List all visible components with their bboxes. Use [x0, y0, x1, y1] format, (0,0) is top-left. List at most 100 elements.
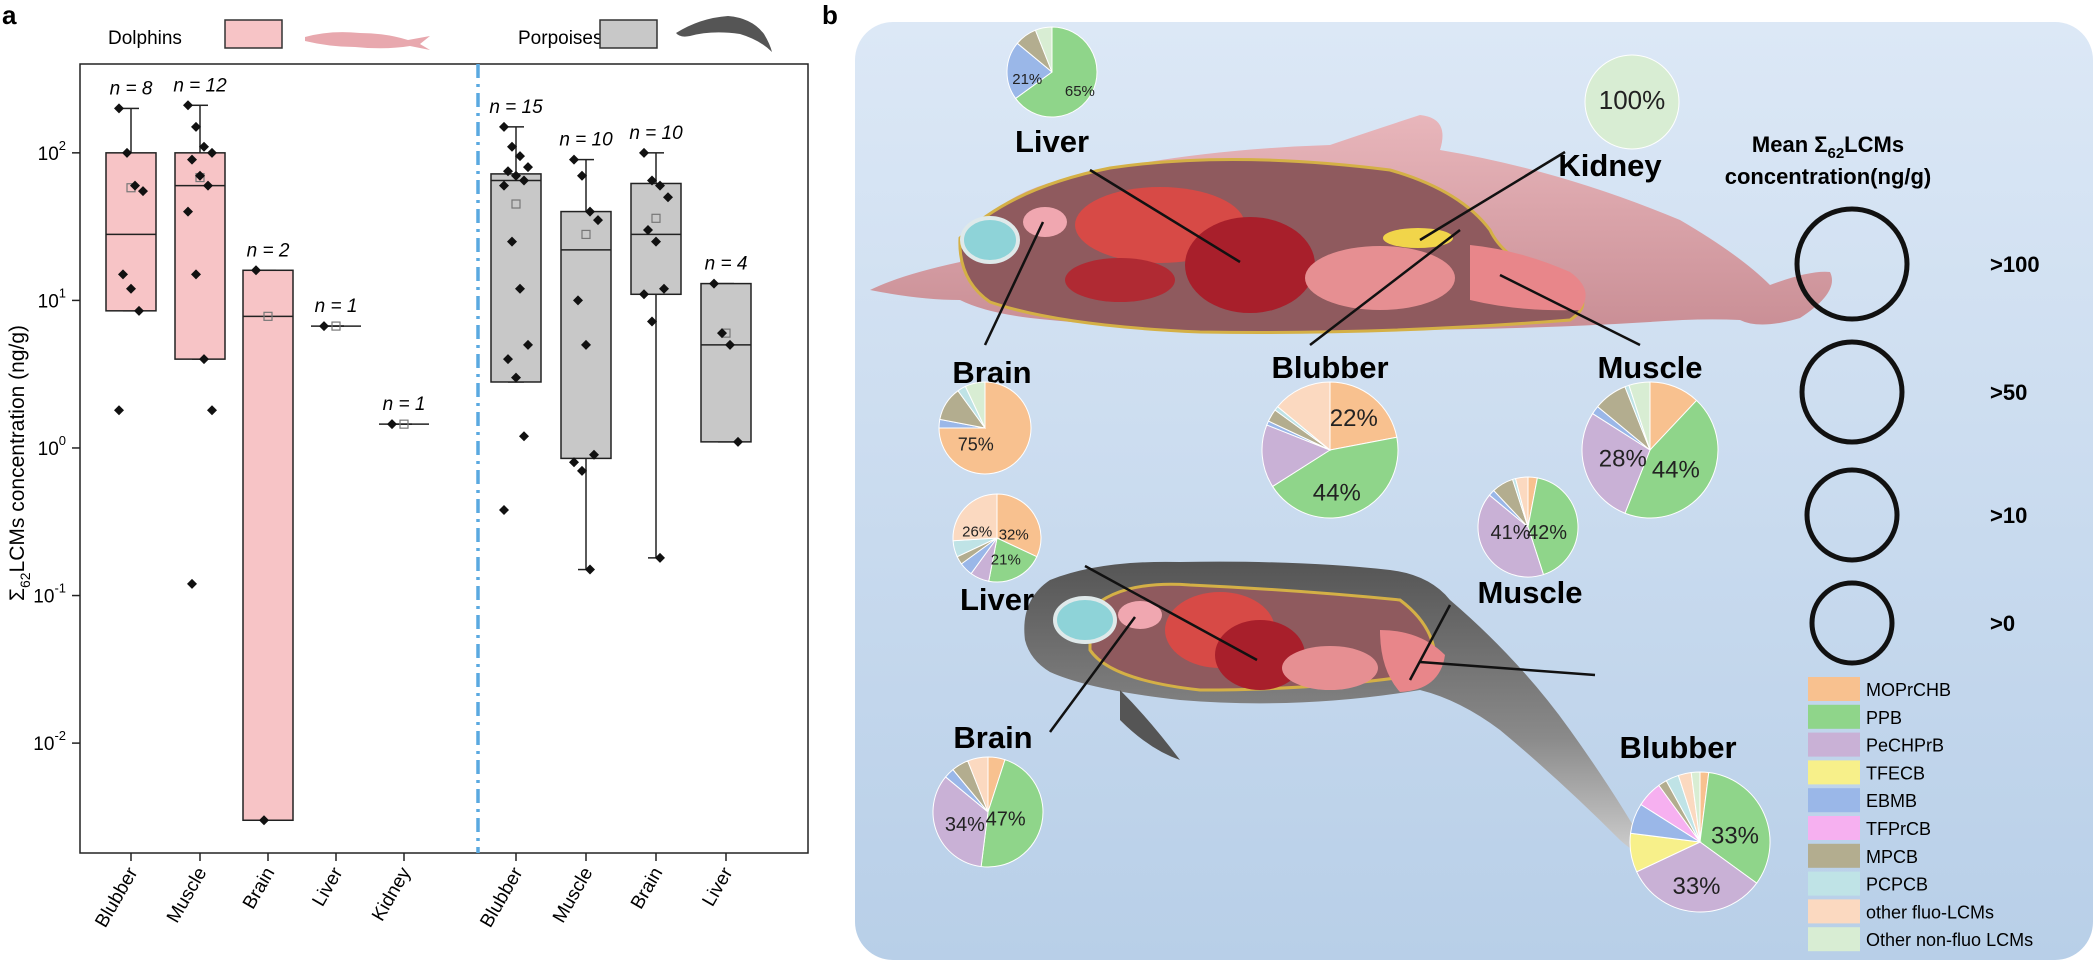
data-point — [207, 405, 217, 416]
data-point — [515, 151, 525, 162]
box-iqr — [700, 282, 752, 443]
box-liver-porpoises: n = 4 — [700, 254, 752, 447]
data-point — [507, 141, 517, 152]
size-legend-circle — [1799, 339, 1905, 445]
y-tick-label: 102 — [38, 138, 66, 165]
dolphin-icon — [305, 32, 430, 50]
x-tick-label: Blubber — [476, 863, 527, 931]
pie-porpoises-muscle: 42%41% — [1477, 476, 1579, 578]
pie-dolphins-brain: 75% — [938, 381, 1032, 475]
pie-percent-label: 21% — [991, 551, 1021, 568]
color-legend-swatch — [1808, 677, 1860, 701]
pie-percent-label: 41% — [1490, 522, 1530, 544]
data-point — [207, 147, 217, 158]
data-point — [569, 457, 579, 468]
data-point — [655, 552, 665, 563]
data-point — [577, 465, 587, 476]
panel-a: a Dolphins Porpoises Σ62LCMs concentrati… — [2, 0, 809, 931]
data-point — [507, 236, 517, 247]
pie-slice-other-non-fluo-lcms — [1584, 54, 1680, 150]
data-point — [593, 215, 603, 226]
size-legend-circle — [1804, 467, 1900, 563]
size-legend-title-line1: Mean Σ62LCMs — [1752, 132, 1904, 162]
panel-a-label: a — [2, 0, 17, 30]
data-point — [503, 354, 513, 365]
data-point — [118, 269, 128, 280]
data-point — [725, 339, 735, 350]
color-legend-swatch — [1808, 843, 1860, 868]
dolphin-muscle-organ — [1470, 245, 1586, 311]
dolphin-heart-organ — [1065, 258, 1175, 302]
data-point — [251, 265, 261, 276]
data-point — [191, 269, 201, 280]
pie-percent-label: 44% — [1313, 480, 1361, 507]
data-point — [639, 147, 649, 158]
color-legend-label: PeCHPrB — [1866, 736, 1944, 756]
pie-slice-other-fluo-lcms — [952, 493, 998, 542]
box-blubber-porpoises: n = 15 — [489, 97, 543, 515]
pie-slice-ppb — [1271, 436, 1399, 519]
porpoise-intestine-organ — [1282, 646, 1378, 690]
data-point — [569, 154, 579, 165]
data-point — [577, 170, 587, 181]
box-muscle-dolphins: n = 12 — [173, 75, 227, 589]
mean-marker — [581, 229, 591, 240]
data-point — [651, 236, 661, 247]
pies: 65%21%100%75%22%44%44%28%32%21%26%42%41%… — [932, 26, 1771, 913]
mean-marker — [651, 213, 661, 223]
color-legend-label: other fluo-LCMs — [1866, 902, 1994, 922]
dolphin-blubber-label: Blubber — [1271, 350, 1388, 385]
pie-slice-ppb — [1624, 399, 1719, 519]
color-legend-label: Other non-fluo LCMs — [1866, 930, 2033, 950]
box-brain-porpoises: n = 10 — [629, 123, 683, 563]
data-point — [573, 295, 583, 306]
pie-slice-other-fluo-lcms — [1514, 476, 1529, 528]
color-legend-label: PPB — [1866, 708, 1902, 728]
box-iqr — [490, 173, 542, 383]
data-point — [589, 449, 599, 460]
pie-slice-ppb — [1699, 771, 1771, 884]
pie-percent-label: 28% — [1599, 446, 1647, 473]
data-point — [663, 192, 673, 203]
box-brain-dolphins: n = 2 — [242, 240, 294, 826]
size-legend-circle — [1794, 206, 1910, 322]
color-legend-swatch — [1808, 704, 1860, 729]
box-liver-dolphins: n = 1 — [311, 296, 361, 332]
color-legend-swatch — [1808, 927, 1860, 952]
porpoise-liver-label: Liver — [960, 582, 1034, 617]
data-point — [126, 283, 136, 294]
dolphin-brain-organ — [1023, 207, 1067, 237]
data-point — [114, 103, 124, 114]
pie-slice-ppb — [988, 537, 1038, 583]
pie-percent-label: 33% — [1672, 873, 1720, 900]
data-point — [187, 154, 197, 165]
data-point — [733, 436, 743, 447]
x-tick-label: Liver — [699, 863, 738, 910]
plot-frame — [79, 63, 809, 854]
data-point — [659, 283, 669, 294]
color-legend-swatch — [1808, 788, 1860, 813]
porpoise-liver-organ — [1215, 620, 1305, 690]
data-point — [183, 100, 193, 111]
mean-marker — [399, 419, 409, 429]
data-point — [199, 354, 209, 365]
pie-slice-other-fluo-lcms — [1276, 381, 1331, 452]
size-legend-label: >0 — [1990, 611, 2015, 636]
data-point — [647, 316, 657, 327]
x-tick-label: Muscle — [549, 864, 597, 927]
pie-slice-pechprb — [1581, 412, 1651, 514]
size-legend-circle — [1809, 580, 1895, 666]
n-label: n = 8 — [110, 78, 153, 99]
color-legend-label: TFPrCB — [1866, 819, 1931, 839]
data-point — [655, 180, 665, 191]
n-label: n = 4 — [705, 254, 748, 275]
x-tick-label: Brain — [239, 864, 279, 913]
porpoise-icon — [676, 16, 772, 52]
data-point — [523, 162, 533, 173]
connector-lines — [983, 150, 1641, 733]
n-label: n = 2 — [247, 240, 290, 261]
